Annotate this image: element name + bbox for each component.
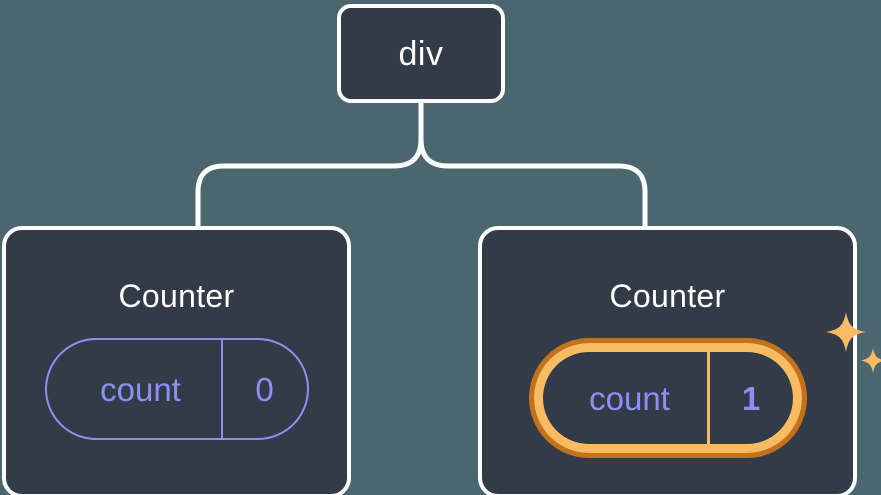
state-pill-value-left: 0 <box>220 340 307 438</box>
state-pill-wrapper-right: count 1 <box>528 312 881 458</box>
state-pill-inner-ring: count 1 <box>533 343 802 453</box>
state-pill-wrapper-left: count 0 <box>44 338 309 440</box>
connector-branch-right <box>418 138 648 228</box>
state-pill-key-left: count <box>100 370 181 408</box>
node-counter-left-title: Counter <box>118 278 235 314</box>
sparkle-large <box>825 312 866 352</box>
node-counter-right-title: Counter <box>609 278 726 314</box>
sparkle-small <box>860 348 881 373</box>
connector-branch-left <box>195 138 424 228</box>
state-pill-count-right-highlighted[interactable]: count 1 <box>528 338 807 458</box>
node-div[interactable]: div <box>337 4 505 103</box>
state-pill-key-right: count <box>589 379 670 417</box>
node-counter-right[interactable]: Counter count 1 <box>478 226 881 495</box>
state-pill-count-left[interactable]: count 0 <box>44 338 309 440</box>
sparkles-icon <box>825 312 881 373</box>
node-counter-left[interactable]: Counter count 0 <box>2 226 351 495</box>
state-pill-value-right: 1 <box>706 352 793 444</box>
node-div-label: div <box>398 34 444 73</box>
